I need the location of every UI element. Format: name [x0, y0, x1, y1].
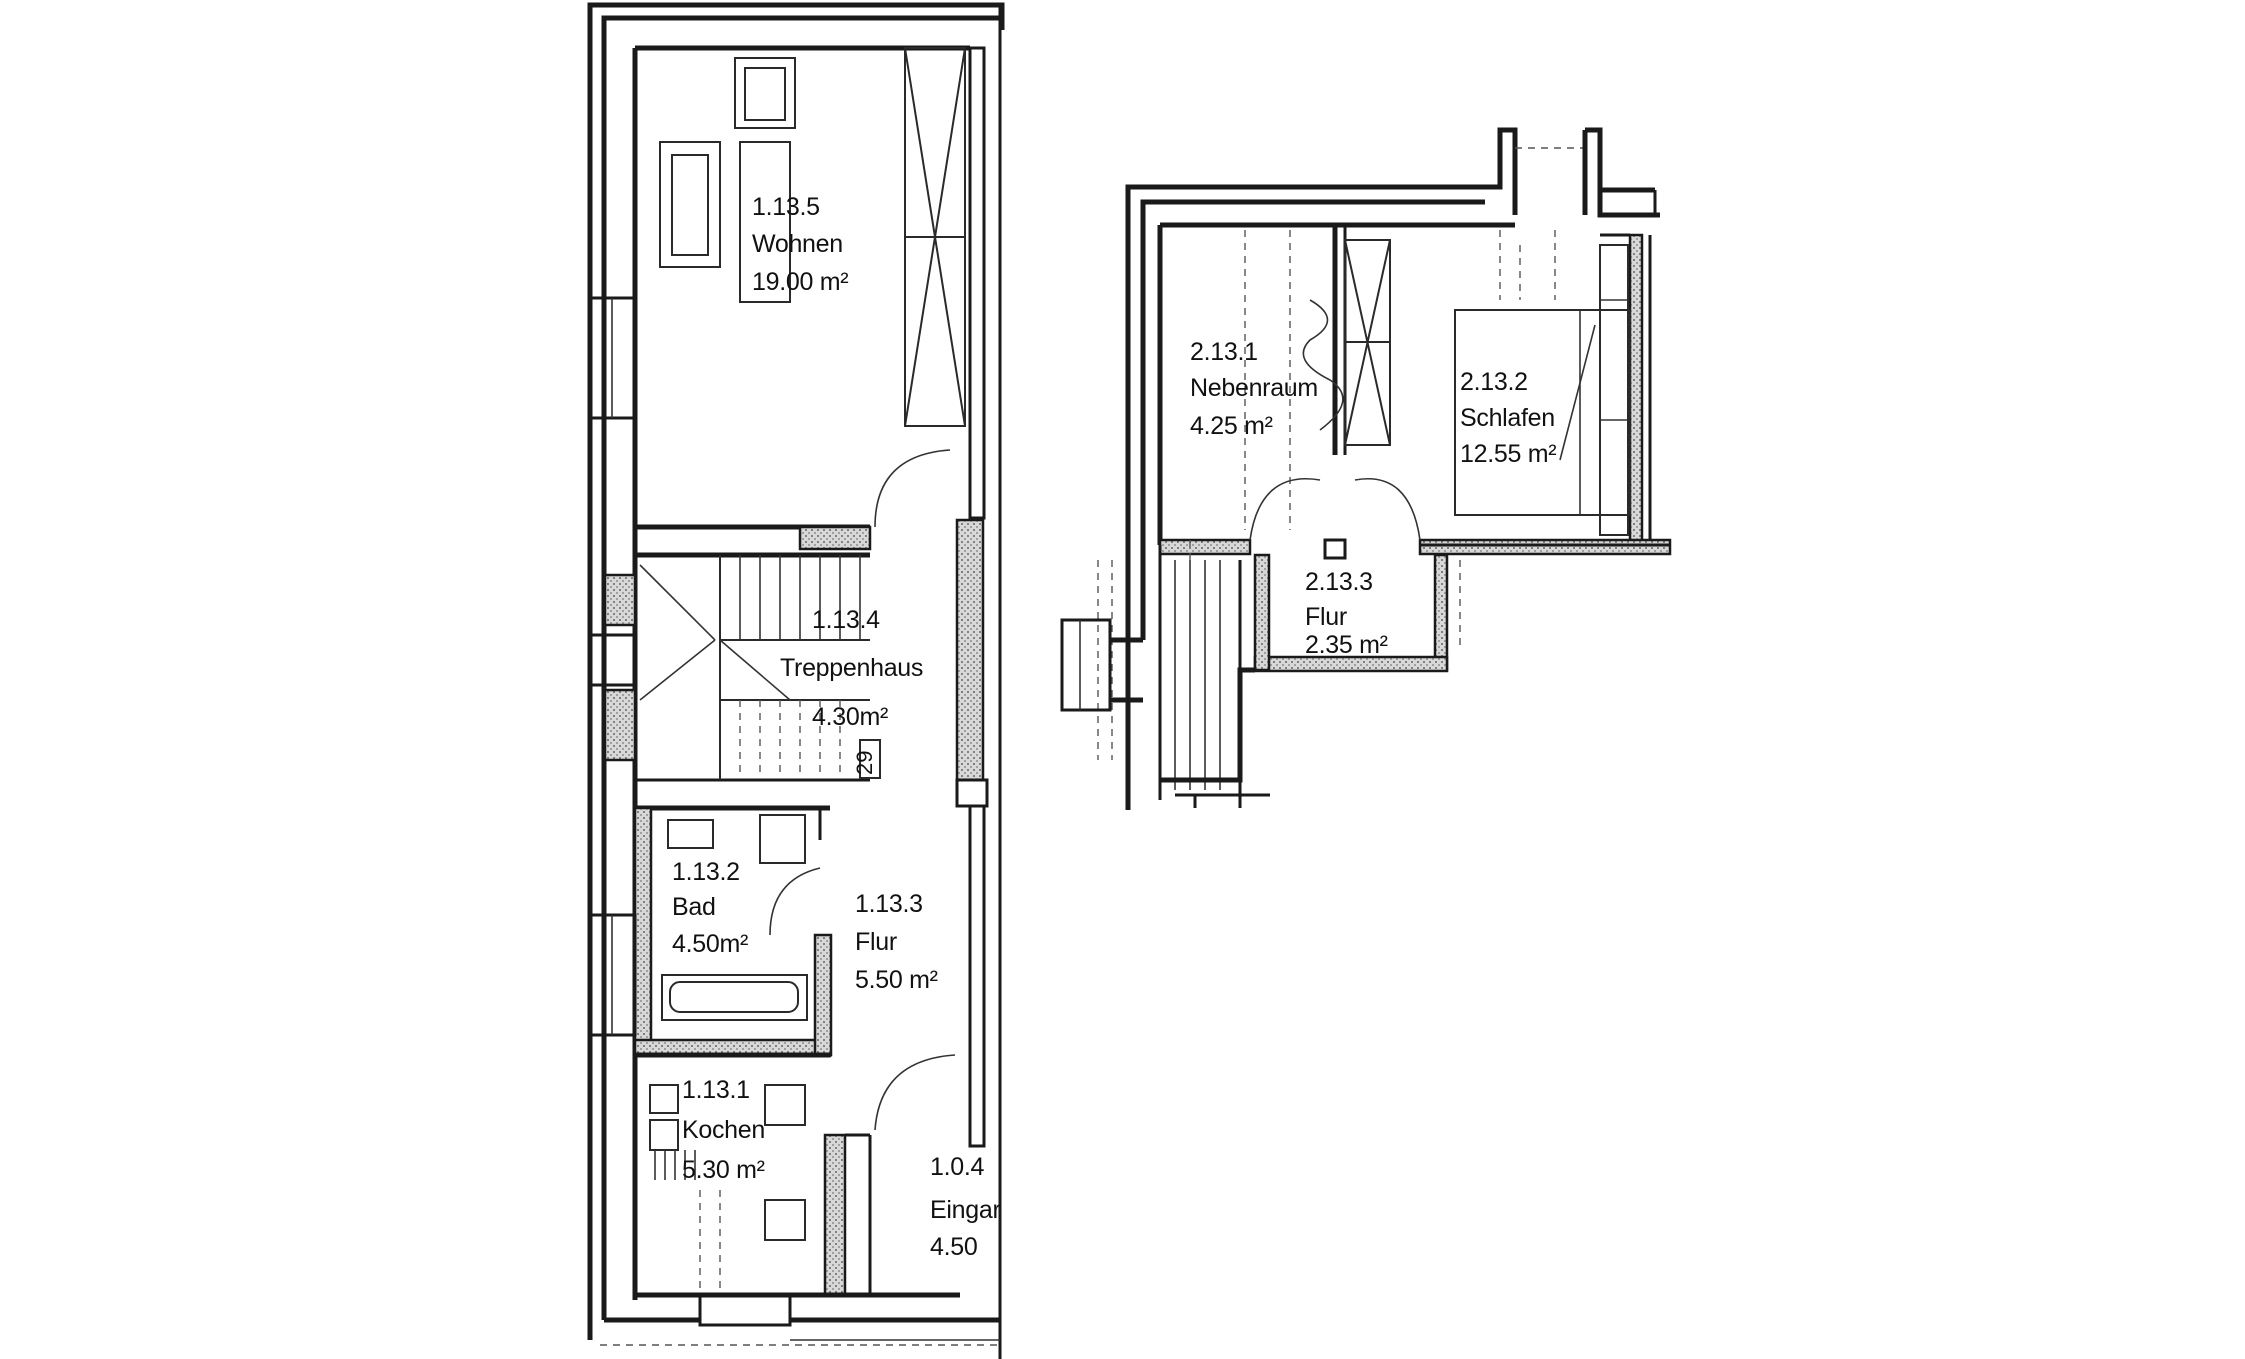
room-name: Flur: [855, 928, 897, 956]
room-kochen: 1.13.1 Kochen 5.30 m²: [682, 1076, 765, 1184]
room-nebenraum: 2.13.1 Nebenraum 4.25 m²: [1190, 338, 1318, 440]
room-id: 2.13.1: [1190, 338, 1258, 366]
room-name: Nebenraum: [1190, 374, 1318, 402]
room-eingang: 1.0.4 Eingar 4.50: [930, 1153, 1001, 1261]
room-name: Schlafen: [1460, 404, 1555, 432]
room-flur-ground: 1.13.3 Flur 5.50 m²: [855, 890, 938, 994]
room-area: 5.50 m²: [855, 966, 938, 994]
room-id: 1.0.4: [930, 1153, 984, 1181]
upper-floor-plan: [1060, 127, 1672, 810]
room-id: 1.13.5: [752, 193, 820, 221]
room-name: Eingar: [930, 1196, 1000, 1224]
room-name: Kochen: [682, 1116, 765, 1144]
room-area: 12.55 m²: [1460, 440, 1556, 468]
room-name: Bad: [672, 893, 716, 921]
room-area: 4.50m²: [672, 930, 748, 958]
stair-dimension: 29: [852, 751, 877, 775]
room-id: 2.13.2: [1460, 368, 1528, 396]
room-name: Treppenhaus: [780, 654, 923, 682]
room-area: 4.30m²: [812, 703, 888, 731]
stair-treads: [639, 555, 861, 775]
room-area: 2.35 m²: [1305, 631, 1388, 659]
room-name: Flur: [1305, 603, 1347, 631]
room-id: 1.13.3: [855, 890, 923, 918]
room-id: 2.13.3: [1305, 568, 1373, 596]
ground-floor-plan: [587, 2, 1005, 1359]
room-area: 19.00 m²: [752, 268, 848, 296]
room-area: 4.25 m²: [1190, 412, 1273, 440]
room-id: 1.13.4: [812, 606, 880, 634]
room-id: 1.13.1: [682, 1076, 750, 1104]
room-flur-upper: 2.13.3 Flur 2.35 m²: [1305, 568, 1388, 659]
room-id: 1.13.2: [672, 858, 740, 886]
room-treppenhaus: 1.13.4 Treppenhaus 4.30m²: [780, 606, 923, 731]
room-name: Wohnen: [752, 230, 843, 258]
room-schlafen: 2.13.2 Schlafen 12.55 m²: [1460, 368, 1557, 468]
room-wohnen: 1.13.5 Wohnen 19.00 m²: [752, 193, 849, 296]
room-area: 4.50: [930, 1233, 977, 1261]
room-bad: 1.13.2 Bad 4.50m²: [672, 858, 748, 958]
room-area: 5.30 m²: [682, 1156, 765, 1184]
